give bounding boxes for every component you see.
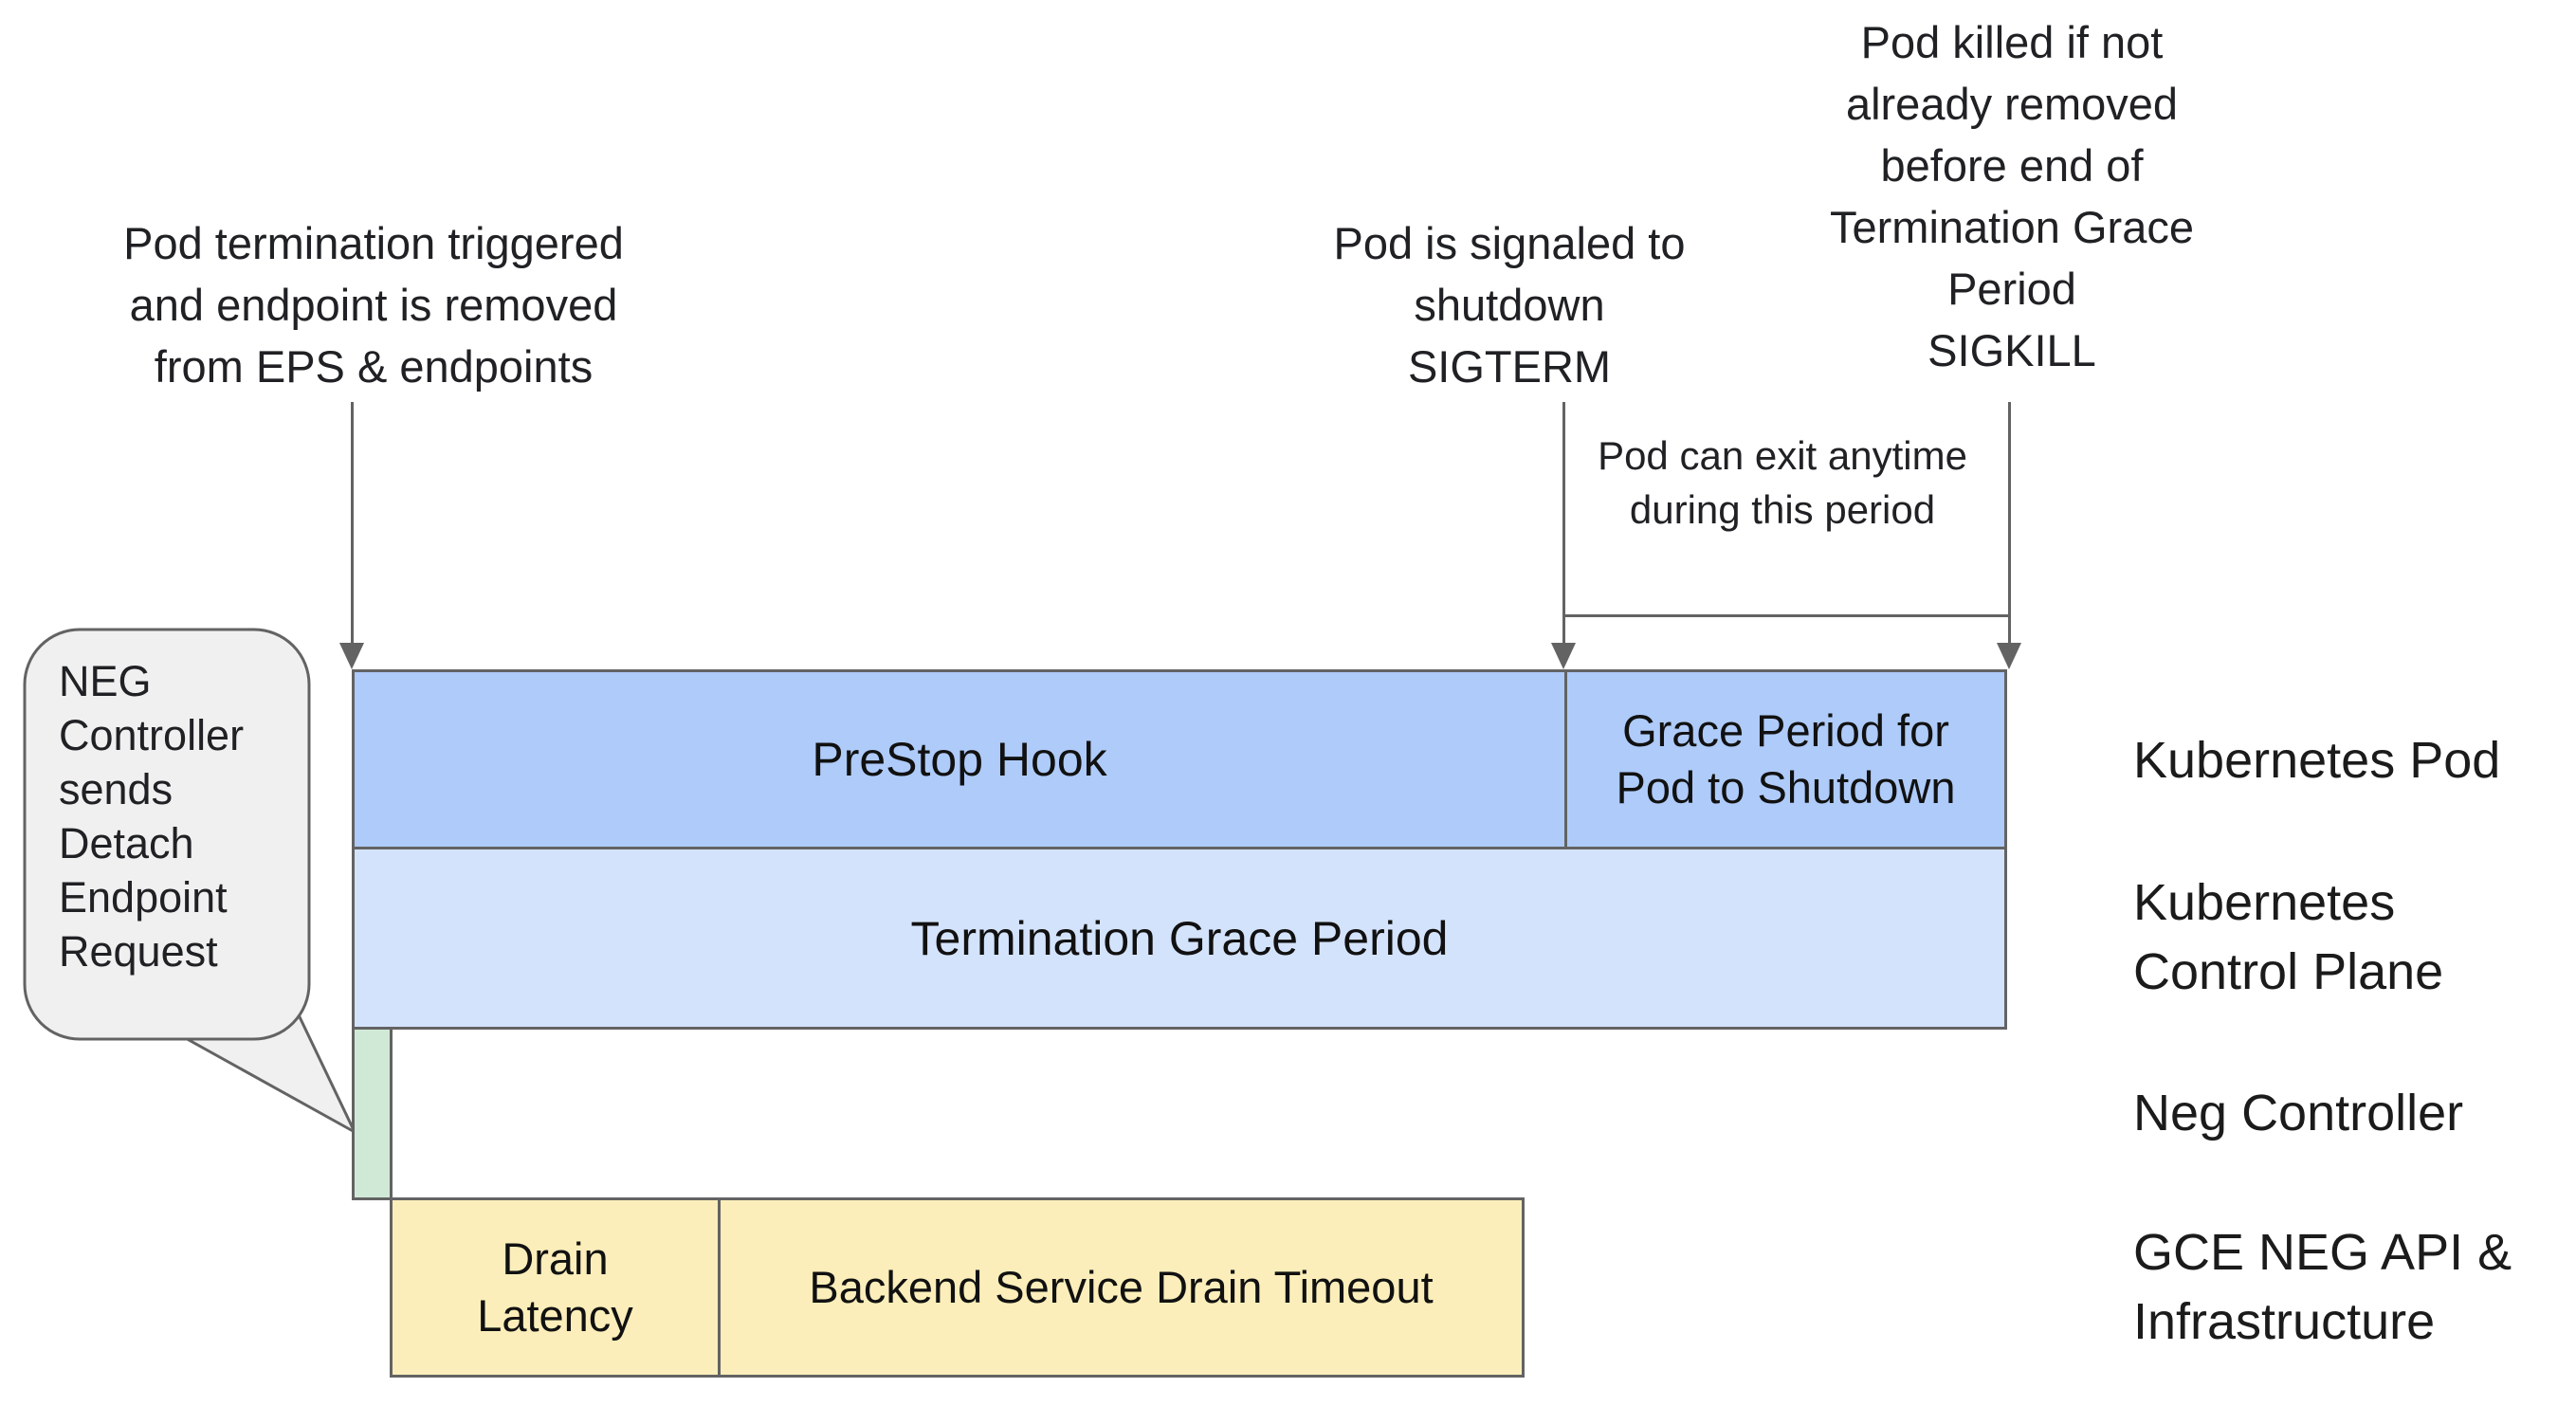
bar-neg-detach-request	[352, 1027, 393, 1200]
arrow-sigterm-line	[1562, 402, 1565, 645]
lane-label-line: Kubernetes Pod	[2133, 732, 2501, 789]
annotation-pod-can-exit: Pod can exit anytime during this period	[1550, 429, 2015, 537]
callout-neg-controller-text: NEG Controller sends Detach Endpoint Req…	[59, 654, 244, 978]
annotation-line: Pod killed if not	[1860, 17, 2164, 67]
lane-label-line: Infrastructure	[2133, 1293, 2436, 1350]
arrow-pod-termination-line	[351, 402, 354, 645]
annotation-line: from EPS & endpoints	[154, 341, 594, 392]
lane-label-kubernetes-control-plane: Kubernetes Control Plane	[2133, 868, 2443, 1007]
callout-line: NEG	[59, 657, 152, 705]
bar-label-line: Latency	[477, 1290, 633, 1341]
callout-line: Endpoint	[59, 873, 228, 922]
annotation-pod-termination-triggered: Pod termination triggered and endpoint i…	[89, 212, 658, 397]
lane-label-line: Kubernetes	[2133, 874, 2396, 931]
annotation-line: shutdown	[1414, 280, 1605, 330]
bar-prestop-hook: PreStop Hook	[352, 669, 1567, 849]
bar-label-line: Drain	[502, 1233, 609, 1284]
callout-line: Detach	[59, 819, 194, 867]
callout-line: Request	[59, 927, 218, 976]
bar-label: Grace Period for Pod to Shutdown	[1617, 703, 1956, 816]
callout-bubble	[23, 628, 356, 1134]
lane-label-kubernetes-pod: Kubernetes Pod	[2133, 726, 2500, 795]
lane-label-neg-controller: Neg Controller	[2133, 1079, 2463, 1148]
annotation-line: Period	[1947, 264, 2076, 314]
arrow-sigkill-head-icon	[1997, 643, 2021, 669]
bar-drain-latency: Drain Latency	[390, 1197, 721, 1378]
arrow-sigkill-line	[2008, 402, 2011, 645]
callout-line: sends	[59, 765, 174, 813]
annotation-line: during this period	[1629, 487, 1936, 532]
lane-label-line: GCE NEG API &	[2133, 1224, 2512, 1281]
bar-termination-grace-period: Termination Grace Period	[352, 847, 2007, 1030]
bar-backend-service-drain-timeout: Backend Service Drain Timeout	[718, 1197, 1525, 1378]
annotation-line: and endpoint is removed	[129, 280, 618, 330]
bar-label: Drain Latency	[477, 1231, 633, 1344]
bar-label-line: Pod to Shutdown	[1616, 762, 1956, 813]
callout-body	[23, 628, 311, 1041]
bar-label: Backend Service Drain Timeout	[809, 1262, 1434, 1312]
annotation-pod-signaled-sigterm: Pod is signaled to shutdown SIGTERM	[1272, 212, 1746, 397]
arrow-pod-termination-head-icon	[339, 643, 364, 669]
annotation-line: Pod termination triggered	[123, 218, 624, 268]
bar-label-line: Grace Period for	[1622, 705, 1949, 756]
annotation-line: already removed	[1845, 79, 2179, 129]
annotation-line: Pod can exit anytime	[1598, 433, 1967, 478]
lane-label-line: Control Plane	[2133, 943, 2444, 1000]
annotation-line: Pod is signaled to	[1333, 218, 1686, 268]
arrow-sigterm-head-icon	[1551, 643, 1576, 669]
annotation-pod-killed-sigkill: Pod killed if not already removed before…	[1765, 11, 2258, 381]
annotation-line: SIGKILL	[1927, 325, 2096, 375]
grace-period-span-line	[1565, 614, 2008, 617]
lane-label-line: Neg Controller	[2133, 1085, 2464, 1141]
annotation-line: SIGTERM	[1407, 341, 1612, 392]
bar-label: PreStop Hook	[812, 733, 1107, 786]
annotation-line: before end of	[1880, 140, 2144, 191]
bar-grace-period-pod-shutdown: Grace Period for Pod to Shutdown	[1564, 669, 2007, 849]
bar-label: Termination Grace Period	[910, 911, 1449, 965]
callout-line: Controller	[59, 711, 245, 759]
lane-label-gce-neg-api: GCE NEG API & Infrastructure	[2133, 1218, 2512, 1357]
annotation-line: Termination Grace	[1830, 202, 2194, 252]
